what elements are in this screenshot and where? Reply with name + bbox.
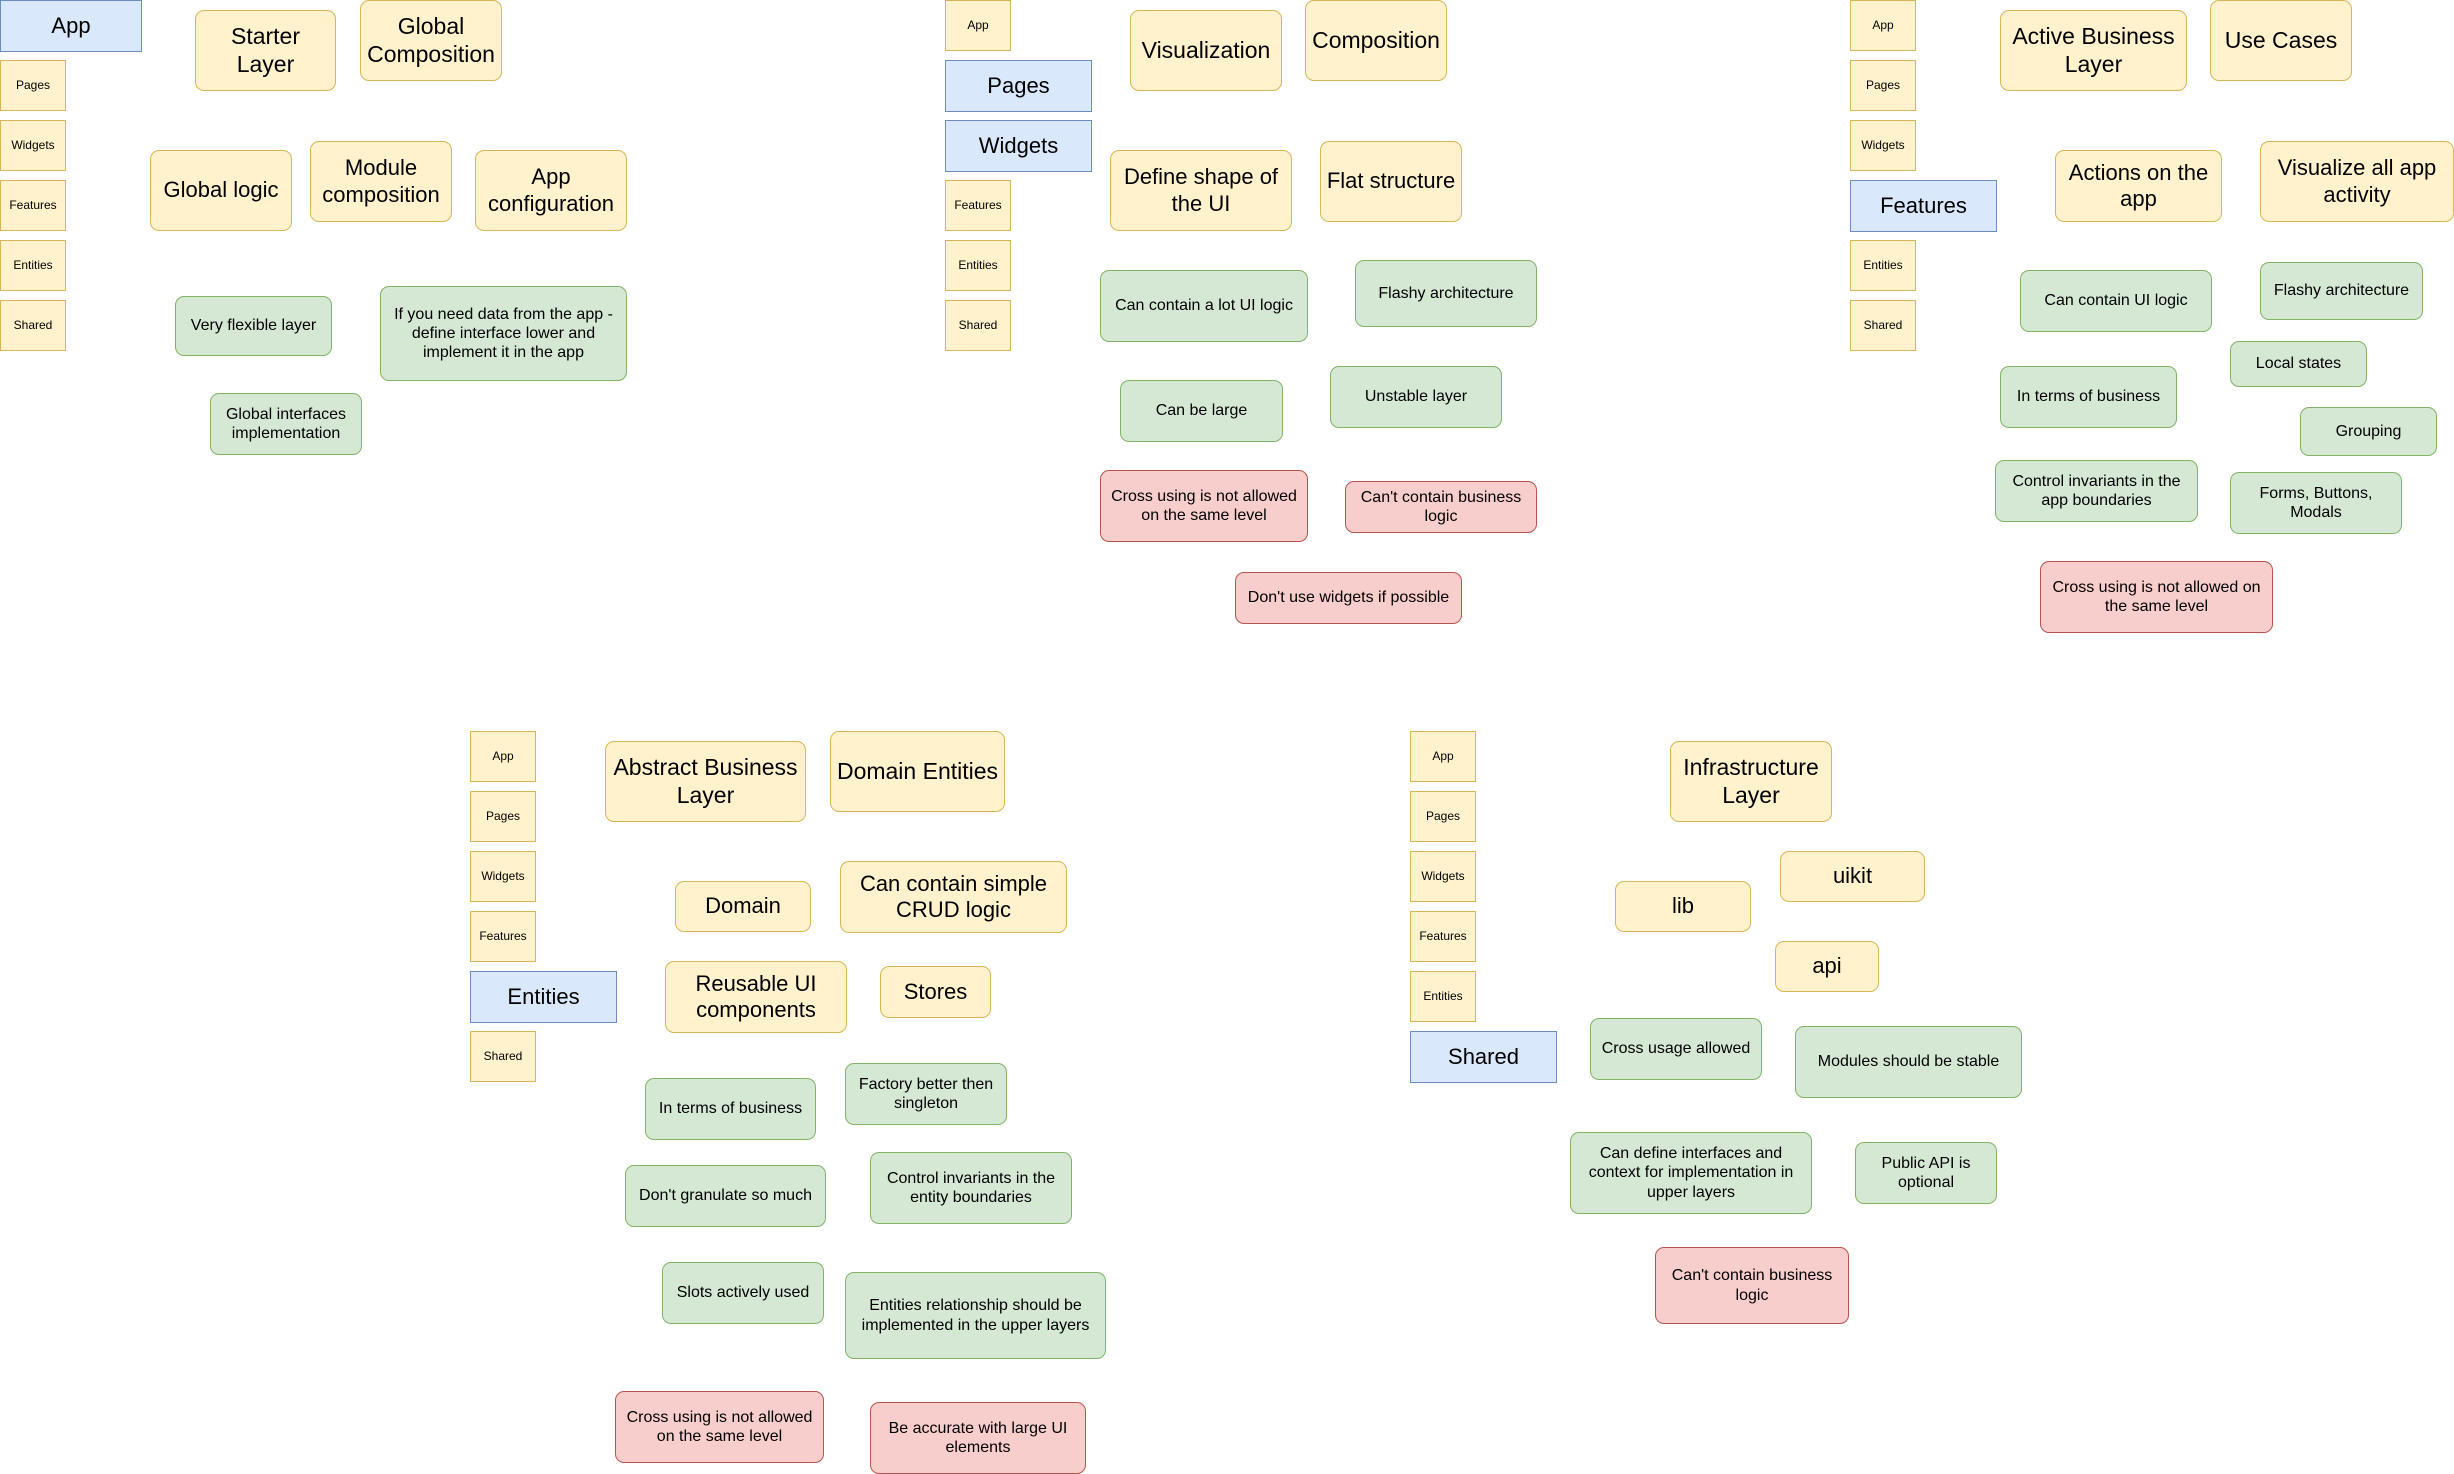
shared-pro-interfaces: Can define interfaces and context for im…	[1570, 1132, 1812, 1214]
pw-pro-can-be-large: Can be large	[1120, 380, 1283, 442]
entities-pro-factory: Factory better then singleton	[845, 1063, 1007, 1125]
layer-shared[interactable]: Shared	[945, 300, 1011, 351]
app-topic-app-configuration: App configuration	[475, 150, 627, 231]
layer-shared[interactable]: Shared	[1410, 1031, 1557, 1083]
features-pro-control-invariants: Control invariants in the app boundaries	[1995, 460, 2198, 522]
layer-pages[interactable]: Pages	[0, 60, 66, 111]
layer-entities[interactable]: Entities	[1850, 240, 1916, 291]
shared-title-infrastructure: Infrastructure Layer	[1670, 741, 1832, 822]
entities-pro-business-terms: In terms of business	[645, 1078, 816, 1140]
pw-topic-define-shape: Define shape of the UI	[1110, 150, 1292, 231]
features-pro-local-states: Local states	[2230, 341, 2367, 387]
app-pro-global-interfaces: Global interfaces implementation	[210, 393, 362, 455]
layer-features[interactable]: Features	[0, 180, 66, 231]
features-pro-grouping: Grouping	[2300, 407, 2437, 456]
entities-pro-relationship: Entities relationship should be implemen…	[845, 1272, 1106, 1359]
entities-con-cross-using: Cross using is not allowed on the same l…	[615, 1391, 824, 1463]
layer-entities[interactable]: Entities	[0, 240, 66, 291]
features-title-active-business: Active Business Layer	[2000, 10, 2187, 91]
layer-app[interactable]: App	[1410, 731, 1476, 782]
shared-pro-stable-modules: Modules should be stable	[1795, 1026, 2022, 1098]
layer-pages[interactable]: Pages	[470, 791, 536, 842]
app-pro-define-interface: If you need data from the app - define i…	[380, 286, 627, 381]
shared-pro-public-api: Public API is optional	[1855, 1142, 1997, 1204]
app-pro-very-flexible: Very flexible layer	[175, 296, 332, 356]
pw-title-visualization: Visualization	[1130, 10, 1282, 91]
app-title-starter-layer: Starter Layer	[195, 10, 336, 91]
layer-features[interactable]: Features	[470, 911, 536, 962]
entities-topic-domain: Domain	[675, 881, 811, 932]
shared-con-no-business-logic: Can't contain business logic	[1655, 1247, 1849, 1324]
pw-pro-flashy-architecture: Flashy architecture	[1355, 260, 1537, 327]
features-topic-actions: Actions on the app	[2055, 150, 2222, 222]
layer-app[interactable]: App	[945, 0, 1011, 51]
layer-widgets[interactable]: Widgets	[1410, 851, 1476, 902]
shared-topic-api: api	[1775, 941, 1879, 992]
entities-topic-crud: Can contain simple CRUD logic	[840, 861, 1067, 933]
entities-con-large-ui: Be accurate with large UI elements	[870, 1402, 1086, 1474]
pw-pro-ui-logic: Can contain a lot UI logic	[1100, 270, 1308, 342]
layer-shared[interactable]: Shared	[0, 300, 66, 351]
features-pro-forms-buttons: Forms, Buttons, Modals	[2230, 472, 2402, 534]
entities-title-domain-entities: Domain Entities	[830, 731, 1005, 812]
pw-topic-flat-structure: Flat structure	[1320, 141, 1462, 222]
features-pro-business-terms: In terms of business	[2000, 366, 2177, 428]
layer-shared[interactable]: Shared	[1850, 300, 1916, 351]
layer-entities[interactable]: Entities	[945, 240, 1011, 291]
features-con-cross-using: Cross using is not allowed on the same l…	[2040, 561, 2273, 633]
layer-widgets[interactable]: Widgets	[1850, 120, 1916, 171]
layer-shared[interactable]: Shared	[470, 1031, 536, 1082]
features-title-use-cases: Use Cases	[2210, 0, 2352, 81]
layer-entities[interactable]: Entities	[470, 971, 617, 1023]
shared-topic-uikit: uikit	[1780, 851, 1925, 902]
app-topic-module-composition: Module composition	[310, 141, 452, 222]
entities-pro-granulate: Don't granulate so much	[625, 1165, 826, 1227]
layer-widgets[interactable]: Widgets	[945, 120, 1092, 172]
entities-topic-reusable-ui: Reusable UI components	[665, 961, 847, 1033]
layer-app[interactable]: App	[0, 0, 142, 52]
entities-pro-slots: Slots actively used	[662, 1262, 824, 1324]
layer-pages[interactable]: Pages	[1410, 791, 1476, 842]
shared-pro-cross-usage: Cross usage allowed	[1590, 1018, 1762, 1080]
layer-app[interactable]: App	[470, 731, 536, 782]
entities-title-abstract-business: Abstract Business Layer	[605, 741, 806, 822]
entities-pro-control-invariants: Control invariants in the entity boundar…	[870, 1152, 1072, 1224]
layer-app[interactable]: App	[1850, 0, 1916, 51]
features-pro-flashy-architecture: Flashy architecture	[2260, 262, 2423, 320]
features-topic-visualize: Visualize all app activity	[2260, 141, 2454, 222]
entities-topic-stores: Stores	[880, 966, 991, 1018]
app-topic-global-logic: Global logic	[150, 150, 292, 231]
layer-entities[interactable]: Entities	[1410, 971, 1476, 1022]
app-title-global-composition: Global Composition	[360, 0, 502, 81]
layer-features[interactable]: Features	[945, 180, 1011, 231]
pw-con-cross-using: Cross using is not allowed on the same l…	[1100, 470, 1308, 542]
shared-topic-lib: lib	[1615, 881, 1751, 932]
pw-title-composition: Composition	[1305, 0, 1447, 81]
layer-features[interactable]: Features	[1410, 911, 1476, 962]
pw-con-no-business-logic: Can't contain business logic	[1345, 481, 1537, 533]
layer-widgets[interactable]: Widgets	[0, 120, 66, 171]
layer-pages[interactable]: Pages	[945, 60, 1092, 112]
layer-widgets[interactable]: Widgets	[470, 851, 536, 902]
layer-features[interactable]: Features	[1850, 180, 1997, 232]
pw-pro-unstable-layer: Unstable layer	[1330, 366, 1502, 428]
features-pro-ui-logic: Can contain UI logic	[2020, 270, 2212, 332]
pw-con-avoid-widgets: Don't use widgets if possible	[1235, 572, 1462, 624]
layer-pages[interactable]: Pages	[1850, 60, 1916, 111]
